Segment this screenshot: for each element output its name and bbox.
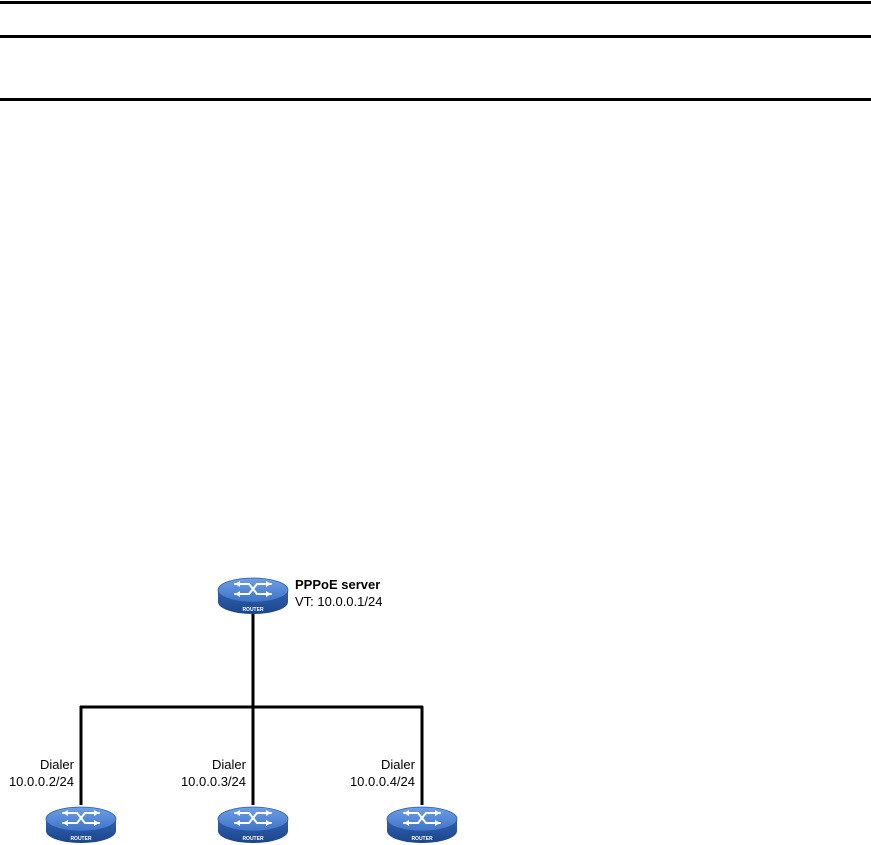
- client-router-2: ROUTER: [217, 806, 289, 844]
- client-3-device-label: ROUTER: [411, 836, 433, 842]
- client-1-address-label: 10.0.0.2/24: [9, 774, 74, 789]
- client-1-interface-label: Dialer: [40, 757, 75, 772]
- client-2-address-label: 10.0.0.3/24: [181, 774, 246, 789]
- client-2-device-label: ROUTER: [242, 836, 264, 842]
- header-rule-middle: [0, 35, 871, 38]
- client-2-interface-label: Dialer: [212, 757, 247, 772]
- client-router-3: ROUTER: [386, 806, 458, 844]
- server-address-label: VT: 10.0.0.1/24: [295, 594, 382, 609]
- connection-lines: [79, 605, 424, 805]
- header-rule-bottom: [0, 98, 871, 101]
- client-1-device-label: ROUTER: [70, 836, 92, 842]
- server-name-label: PPPoE server: [295, 577, 380, 592]
- header-rule-top: [0, 1, 871, 4]
- client-router-1: ROUTER: [45, 806, 117, 844]
- server-router: ROUTER: [217, 577, 289, 615]
- client-3-address-label: 10.0.0.4/24: [350, 774, 415, 789]
- client-3-interface-label: Dialer: [381, 757, 416, 772]
- server-device-label: ROUTER: [242, 607, 264, 613]
